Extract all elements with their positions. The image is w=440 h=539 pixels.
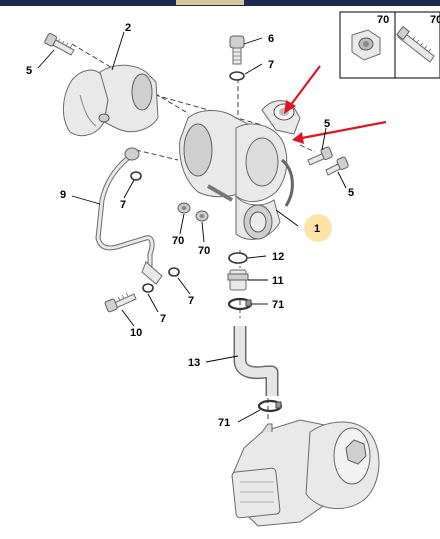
callout-7-left: 7 [120, 199, 126, 211]
bolt-5-right-upper [307, 146, 333, 166]
callout-6: 6 [268, 33, 274, 45]
callout-5-right-upper: 5 [324, 118, 330, 130]
callout-70-left: 70 [172, 235, 184, 247]
clamp-71-upper [227, 297, 253, 311]
nut-70-left [177, 202, 191, 214]
bolt-10 [104, 292, 137, 313]
bolt-5-right-lower [325, 156, 349, 176]
callout-10: 10 [130, 327, 142, 339]
bolt-5-top-left [44, 33, 75, 56]
inset-label-stud: 70 [430, 14, 440, 26]
bolt-6 [229, 35, 245, 65]
callout-11: 11 [272, 275, 284, 287]
washer-7-left [130, 171, 142, 181]
oil-filter-housing [231, 419, 380, 527]
callout-labels: 1 2 5 5 5 6 7 7 7 7 9 10 11 12 13 70 70 … [26, 22, 354, 429]
callout-5-top-left: 5 [26, 65, 32, 77]
washer-7-lower-right [168, 267, 180, 277]
callout-13: 13 [188, 357, 200, 369]
seal-12 [228, 252, 248, 264]
washer-7-top [229, 71, 245, 81]
callout-7-lower-right: 7 [188, 295, 194, 307]
nut-70-right [195, 210, 209, 222]
highlight-badge [304, 214, 332, 242]
callout-12: 12 [272, 251, 284, 263]
turbocharger-1 [179, 100, 301, 240]
callout-71-upper: 71 [272, 299, 284, 311]
callout-1: 1 [314, 223, 320, 235]
union-11 [227, 269, 249, 291]
hex-nut-icon [351, 29, 381, 61]
arrow-red-lower [292, 120, 387, 144]
inset-box: 70 70 [339, 11, 440, 79]
callout-2: 2 [125, 22, 131, 34]
callout-70-right: 70 [198, 245, 210, 257]
washer-7-lower-left [142, 283, 154, 293]
callout-9: 9 [60, 189, 66, 201]
inset-label-nut: 70 [377, 14, 389, 26]
return-hose-13 [233, 326, 279, 396]
clamp-71-lower [257, 399, 283, 413]
leader-lines [37, 31, 347, 423]
oil-feed-pipe-9 [95, 147, 163, 285]
header-emblem [176, 0, 244, 5]
callout-7-lower-left: 7 [160, 313, 166, 325]
callout-71-lower: 71 [218, 417, 230, 429]
stud-icon [396, 25, 435, 63]
arrow-red-upper [284, 65, 321, 114]
callout-7-top: 7 [268, 59, 274, 71]
elbow-housing-2 [63, 64, 159, 137]
callout-5-right-lower: 5 [348, 187, 354, 199]
